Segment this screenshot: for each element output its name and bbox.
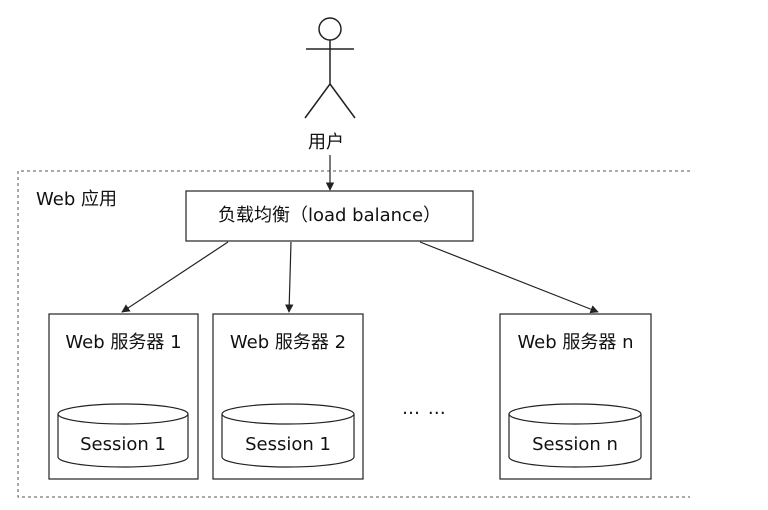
- web-app-boundary: [17, 170, 690, 498]
- arrow-lb-to-server-n: [419, 241, 599, 314]
- arrow-lb-to-server-1: [121, 241, 229, 313]
- session-label: Session n: [532, 434, 618, 455]
- user-label: 用户: [308, 132, 344, 153]
- web-app-label: Web 应用: [36, 189, 117, 210]
- load-balancer-label: 负载均衡（load balance）: [217, 205, 442, 226]
- session-label: Session 1: [80, 434, 166, 455]
- database-icon: [57, 403, 189, 468]
- server-title: Web 服务器 1: [65, 332, 182, 353]
- user-icon: [304, 17, 356, 119]
- server-title: Web 服务器 2: [229, 332, 347, 353]
- load-balancer-box: [185, 190, 474, 242]
- database-icon: [508, 403, 642, 468]
- database-icon: [221, 403, 355, 468]
- server-title: Web 服务器 n: [517, 332, 634, 353]
- session-label: Session 1: [245, 434, 331, 455]
- ellipsis-label: … …: [402, 398, 447, 419]
- arrow-lb-to-server-2: [285, 241, 294, 313]
